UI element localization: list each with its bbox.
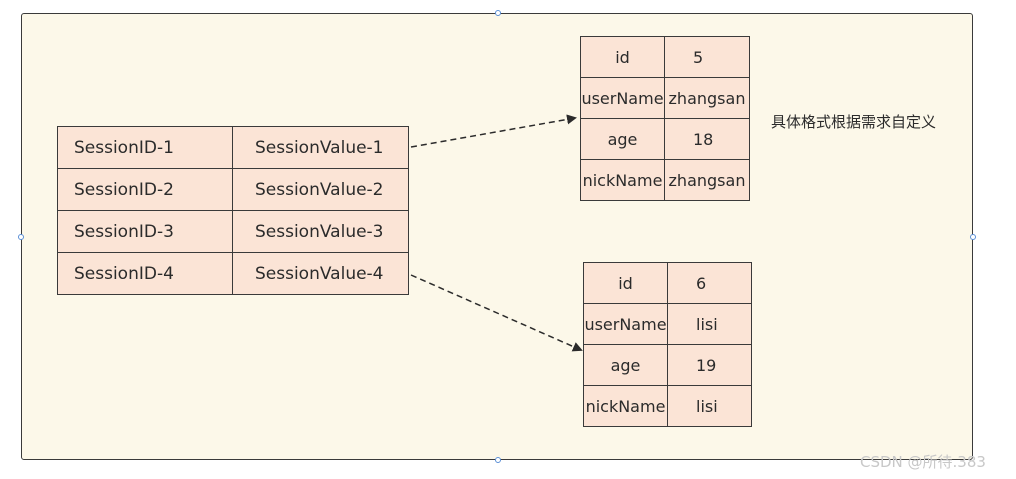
field-value-cell: 6 bbox=[667, 262, 752, 304]
format-note: 具体格式根据需求自定义 bbox=[771, 113, 937, 131]
table-row: SessionID-3 SessionValue-3 bbox=[57, 210, 409, 253]
session-id-cell: SessionID-4 bbox=[57, 252, 233, 295]
session-id-cell: SessionID-3 bbox=[57, 210, 233, 253]
field-key-cell: age bbox=[580, 118, 665, 160]
selection-handle-left[interactable] bbox=[18, 234, 24, 240]
watermark: CSDN @所待.383 bbox=[860, 453, 986, 471]
session-table: SessionID-1 SessionValue-1 SessionID-2 S… bbox=[57, 126, 409, 295]
table-row: nickName lisi bbox=[583, 385, 752, 427]
field-value-cell: lisi bbox=[667, 303, 752, 345]
session-id-cell: SessionID-1 bbox=[57, 126, 233, 169]
field-value-cell: lisi bbox=[667, 385, 752, 427]
table-row: userName zhangsan bbox=[580, 77, 750, 119]
field-key-cell: userName bbox=[583, 303, 668, 345]
field-value-cell: 19 bbox=[667, 344, 752, 386]
selection-handle-right[interactable] bbox=[970, 234, 976, 240]
object-table-2: id 6 userName lisi age 19 nickName lisi bbox=[583, 262, 752, 427]
table-row: SessionID-4 SessionValue-4 bbox=[57, 252, 409, 295]
field-value-cell: zhangsan bbox=[664, 159, 750, 201]
field-value-cell: 18 bbox=[664, 118, 750, 160]
field-value-cell: zhangsan bbox=[664, 77, 750, 119]
session-id-cell: SessionID-2 bbox=[57, 168, 233, 211]
dashed-arrow-to-object-2 bbox=[410, 274, 583, 352]
session-value-cell: SessionValue-2 bbox=[232, 168, 409, 211]
session-value-cell: SessionValue-1 bbox=[232, 126, 409, 169]
field-key-cell: userName bbox=[580, 77, 665, 119]
table-row: SessionID-2 SessionValue-2 bbox=[57, 168, 409, 211]
table-row: age 18 bbox=[580, 118, 750, 160]
table-row: nickName zhangsan bbox=[580, 159, 750, 201]
field-key-cell: nickName bbox=[583, 385, 668, 427]
field-key-cell: nickName bbox=[580, 159, 665, 201]
table-row: SessionID-1 SessionValue-1 bbox=[57, 126, 409, 169]
session-value-cell: SessionValue-4 bbox=[232, 252, 409, 295]
selection-handle-top[interactable] bbox=[495, 10, 501, 16]
session-value-cell: SessionValue-3 bbox=[232, 210, 409, 253]
table-row: userName lisi bbox=[583, 303, 752, 345]
selection-handle-bottom[interactable] bbox=[495, 457, 501, 463]
dashed-arrow-to-object-1 bbox=[410, 114, 577, 148]
object-table-1: id 5 userName zhangsan age 18 nickName z… bbox=[580, 36, 750, 201]
